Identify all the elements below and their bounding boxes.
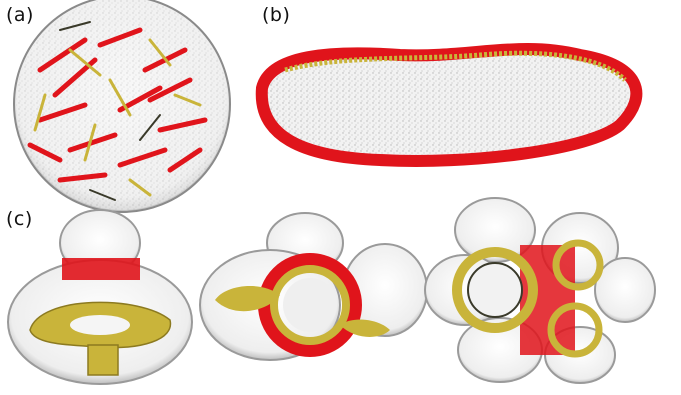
panel-b-vesicle [262,49,637,161]
panel-c-left-vesicle [8,210,192,384]
panel-a-vesicle [14,0,230,212]
panel-c-middle-vesicle [200,213,427,360]
panel-c-right-vesicle [425,198,655,383]
